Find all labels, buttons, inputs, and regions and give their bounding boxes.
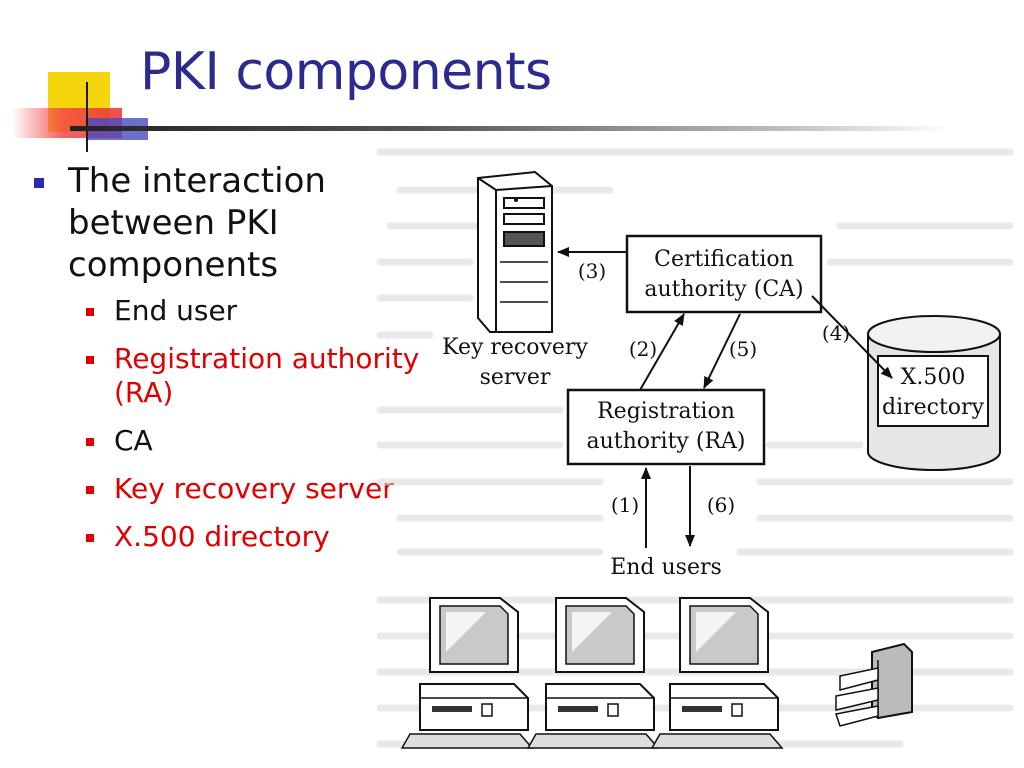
end-users-label: End users [610, 555, 722, 580]
sub-bullet-text: Registration authority (RA) [114, 342, 420, 409]
arrow-4-ca-to-directory [811, 295, 893, 379]
arrow-label-1: (1) [611, 493, 639, 517]
sub-bullet-x500-directory: X.500 directory [30, 520, 450, 554]
key-recovery-server-label-line2: server [480, 365, 551, 390]
arrow-2-ra-to-ca [639, 313, 685, 391]
ca-box [625, 234, 823, 314]
sub-bullet-ca: CA [30, 424, 450, 458]
sub-bullet-square-icon [86, 486, 94, 494]
sub-bullet-text: CA [114, 424, 153, 457]
end-user-computer-2-icon [526, 597, 660, 749]
printer-icon [835, 642, 913, 727]
arrow-label-3: (3) [578, 259, 606, 283]
x500-directory-cylinder [867, 315, 1001, 471]
sub-bullet-square-icon [86, 438, 94, 446]
arrow-label-6: (6) [707, 493, 735, 517]
arrow-label-5: (5) [729, 337, 757, 361]
bullet-main-text: The interaction between PKI components [68, 161, 326, 285]
sub-bullet-registration-authority: Registration authority (RA) [30, 342, 450, 410]
end-user-computer-1-icon [400, 597, 534, 749]
key-recovery-server-label-line1: Key recovery [442, 335, 588, 360]
ca-label-line1: Certification [654, 247, 794, 272]
bullet-square-icon [34, 178, 44, 188]
sub-bullet-end-user: End user [30, 294, 450, 328]
sub-bullet-text: Key recovery server [114, 472, 394, 505]
bullet-list: The interaction between PKI components E… [30, 160, 450, 568]
x500-label-line2: directory [882, 395, 985, 420]
slide-title: PKI components [140, 42, 552, 102]
ra-label-line2: authority (RA) [587, 429, 746, 454]
title-underline-rule [70, 126, 950, 131]
arrow-label-4: (4) [822, 321, 850, 345]
sub-bullet-text: X.500 directory [114, 520, 330, 553]
ra-box [566, 388, 766, 466]
arrow-5-ca-to-ra [703, 313, 741, 389]
bullet-main: The interaction between PKI components [30, 160, 450, 286]
sub-bullet-square-icon [86, 356, 94, 364]
sub-bullet-key-recovery-server: Key recovery server [30, 472, 450, 506]
sub-bullet-list: End user Registration authority (RA) CA … [30, 294, 450, 554]
end-user-computer-3-icon [650, 597, 784, 749]
key-recovery-server-icon [477, 170, 553, 333]
ca-label-line2: authority (CA) [644, 277, 803, 302]
ra-label-line1: Registration [597, 399, 735, 424]
x500-label-line1: X.500 [901, 365, 966, 390]
arrow-label-2: (2) [629, 337, 657, 361]
sub-bullet-square-icon [86, 308, 94, 316]
sub-bullet-square-icon [86, 534, 94, 542]
title-accent-vertical-line [86, 82, 88, 152]
sub-bullet-text: End user [114, 294, 238, 327]
